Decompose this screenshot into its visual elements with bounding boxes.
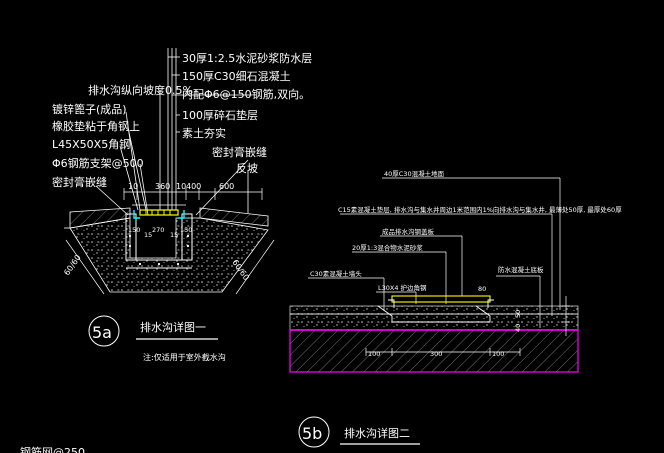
- c15-note: C15素混凝土垫层, 排水沟与集水井周边1米范围内1%向排水沟与集水井, 最薄处…: [338, 205, 622, 214]
- dim-top-5: 600: [219, 182, 234, 191]
- r80-label: 80: [478, 285, 486, 293]
- detail-5a-note: 注:仅适用于室外截水沟: [143, 352, 226, 362]
- badge-5b: 5b: [302, 424, 322, 443]
- waterproof-label: 防水混凝土底板: [498, 265, 544, 274]
- dim-inner-4: 15: [170, 231, 178, 239]
- channel-walls: [125, 213, 193, 269]
- dim-b-2: 300: [430, 350, 442, 358]
- c30-head-label: C30素混凝土墙头: [310, 269, 362, 278]
- dim-inner-5: 150: [180, 226, 192, 234]
- grate-label: 镀锌篦子(成品): [52, 102, 127, 116]
- rubber-label: 橡胶垫粘于角钢上: [52, 119, 140, 133]
- layer-note-waterproof: 30厚1:2.5水泥砂浆防水层: [182, 51, 312, 65]
- concrete-surface-label: 40厚C30混凝土地面: [384, 169, 445, 178]
- dim-right-1: 50: [514, 310, 522, 318]
- dim-b-1: 100: [368, 350, 380, 358]
- dim-right-2: 40: [514, 324, 522, 332]
- angle-dim-left: 60/60: [62, 253, 83, 277]
- structural-slab: [289, 329, 579, 373]
- badge-5a-circle: [88, 315, 120, 347]
- detail-5a-title: 排水沟详图一: [140, 320, 206, 334]
- rebar-dots: [128, 234, 190, 266]
- surface-concrete: [289, 305, 579, 315]
- grate-assembly: [132, 204, 186, 219]
- footer-cut-text: 钢筋网@250: [20, 445, 85, 453]
- detail-5a: 30厚1:2.5水泥砂浆防水层 150厚C30细石混凝土 内配Φ6@150钢筋,…: [52, 48, 312, 362]
- gravel-bed: [69, 217, 269, 293]
- layer-note-gravel: 100厚碎石垫层: [182, 108, 258, 122]
- detail-5b-title: 排水沟详图二: [344, 426, 410, 440]
- b-leaders: [308, 177, 561, 328]
- paving-slabs: [64, 207, 269, 229]
- slope-note: 排水沟纵向坡度0.5%: [88, 83, 193, 97]
- dim-top-4: 400: [186, 182, 201, 191]
- cover-label: 成品排水沟钢盖板: [382, 227, 435, 236]
- dim-inner-2: 15: [144, 231, 152, 239]
- side-slope-dims: [65, 239, 275, 295]
- dim-top-3: 10: [176, 182, 186, 191]
- reverse-slope-label: 反坡: [236, 162, 258, 175]
- detail-5b: 40厚C30混凝土地面 C15素混凝土垫层, 排水沟与集水井周边1米范围内1%向…: [289, 169, 622, 448]
- dim-inner-3: 270: [152, 226, 164, 234]
- channel-b: [377, 295, 494, 323]
- dim-b-3: 100: [492, 350, 504, 358]
- badge-5a: 5a: [92, 323, 112, 342]
- angle-label: L45X50X5角钢: [52, 138, 130, 151]
- badge-5b-circle: [298, 416, 330, 448]
- mortar-label: 20厚1:3混合物水泥砂浆: [352, 243, 423, 252]
- dim-top-1: 10: [128, 182, 138, 191]
- b-bottom-dims: [365, 348, 521, 356]
- layer-note-rebar: 内配Φ6@150钢筋,双向。: [182, 87, 310, 101]
- bracket-label: Φ6钢筋支架@500: [52, 156, 144, 170]
- sealant-right-label: 密封膏嵌缝: [212, 145, 267, 159]
- dim-inner-1: 150: [128, 226, 140, 234]
- angle-b-label: L30X4 护边角钢: [378, 283, 427, 292]
- dim-top-2: 360: [155, 182, 170, 191]
- layer-note-soil: 素土夯实: [182, 126, 226, 140]
- b-right-dims: [562, 296, 570, 336]
- layer-note-concrete: 150厚C30细石混凝土: [182, 69, 291, 83]
- sealant-left-label: 密封膏嵌缝: [52, 175, 107, 189]
- top-dimension-line: [123, 188, 263, 200]
